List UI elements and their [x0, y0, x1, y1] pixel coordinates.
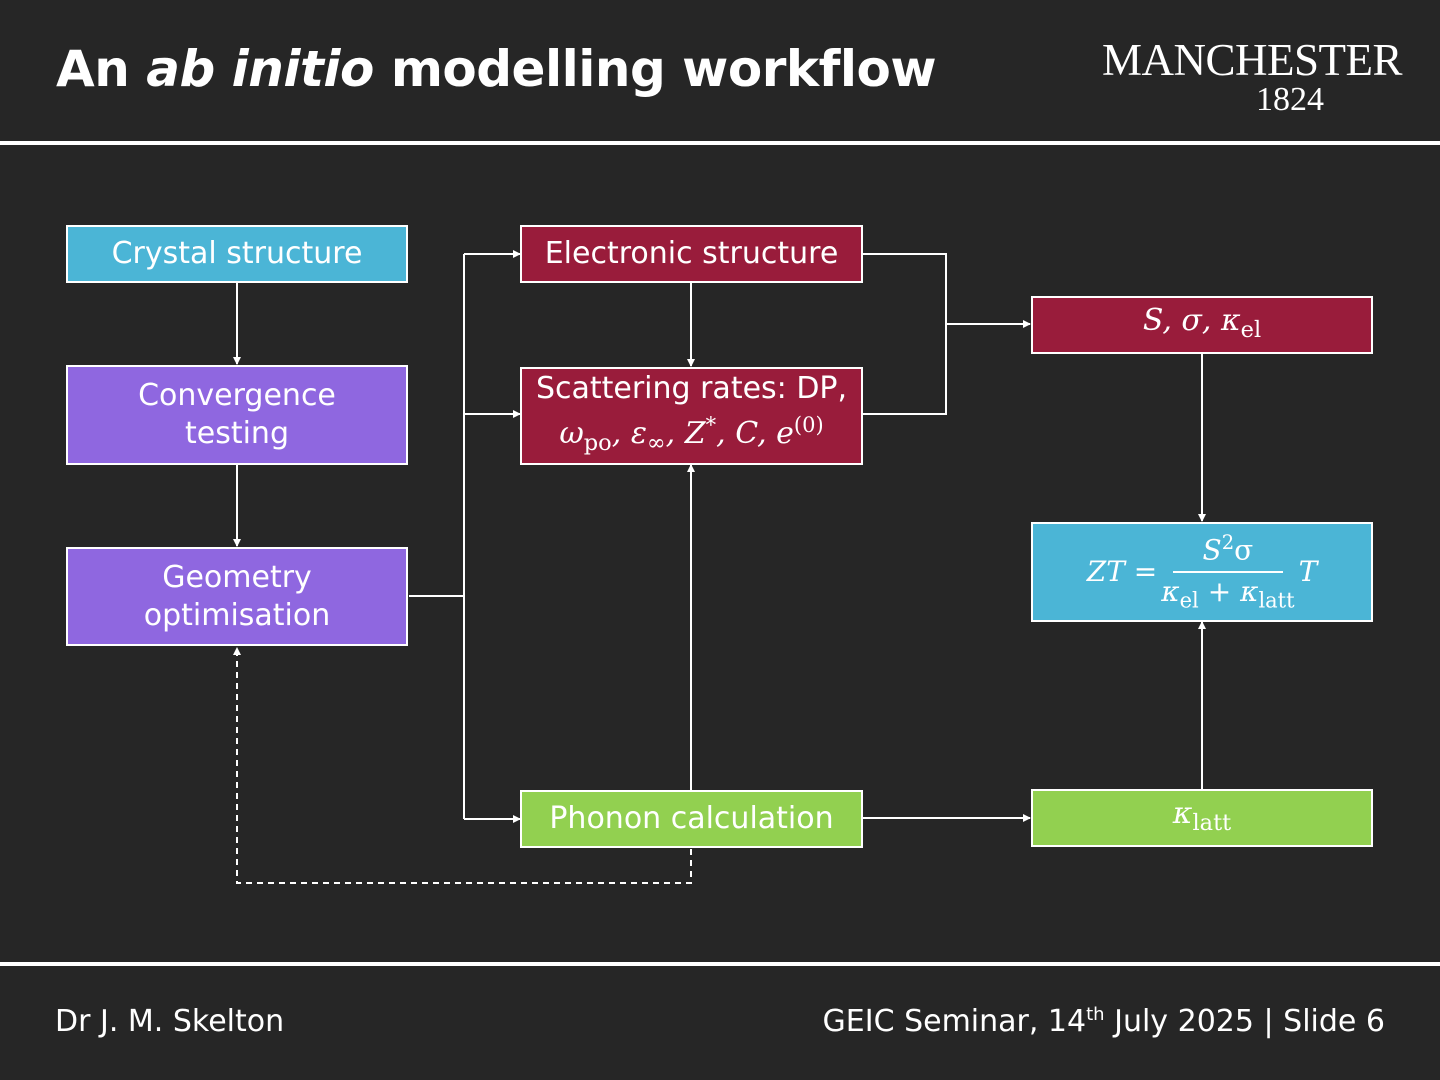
footer-divider	[0, 962, 1440, 966]
box-transport-properties: S, σ, κel	[1031, 296, 1373, 354]
zt-fraction: S2σ κel + κlatt	[1161, 526, 1294, 618]
line-electronic-out	[863, 253, 947, 415]
box-electronic-structure: Electronic structure	[520, 225, 863, 283]
slide-title: An ab initio modelling workflow	[56, 40, 937, 98]
slide-number: Slide 6	[1283, 1004, 1385, 1039]
box-convergence-testing: Convergence testing	[66, 365, 408, 465]
footer-author: Dr J. M. Skelton	[55, 1004, 285, 1039]
zt-formula: ZT =	[1086, 555, 1158, 588]
footer-event: GEIC Seminar, 14th July 2025 | Slide 6	[822, 1004, 1385, 1039]
title-italic: ab initio	[146, 40, 374, 98]
footer-separator: |	[1263, 1004, 1274, 1039]
logo-name: MANCHESTER	[1101, 35, 1403, 85]
box-phonon-calculation: Phonon calculation	[520, 790, 863, 848]
university-logo: MANCHESTER 1824	[1101, 35, 1403, 118]
scattering-parameters: ωpo, ε∞, Z*, C, e(0)	[559, 413, 824, 456]
box-lattice-conductivity: κlatt	[1031, 789, 1373, 847]
box-scattering-rates: Scattering rates: DP, ωpo, ε∞, Z*, C, e(…	[520, 367, 863, 465]
logo-year: 1824	[1256, 81, 1324, 118]
box-zt-equation: ZT = S2σ κel + κlatt T	[1031, 522, 1373, 622]
dashed-feedback-line	[233, 647, 692, 884]
header-divider	[0, 141, 1440, 145]
box-geometry-optimisation: Geometry optimisation	[66, 547, 408, 646]
box-crystal-structure: Crystal structure	[66, 225, 408, 283]
